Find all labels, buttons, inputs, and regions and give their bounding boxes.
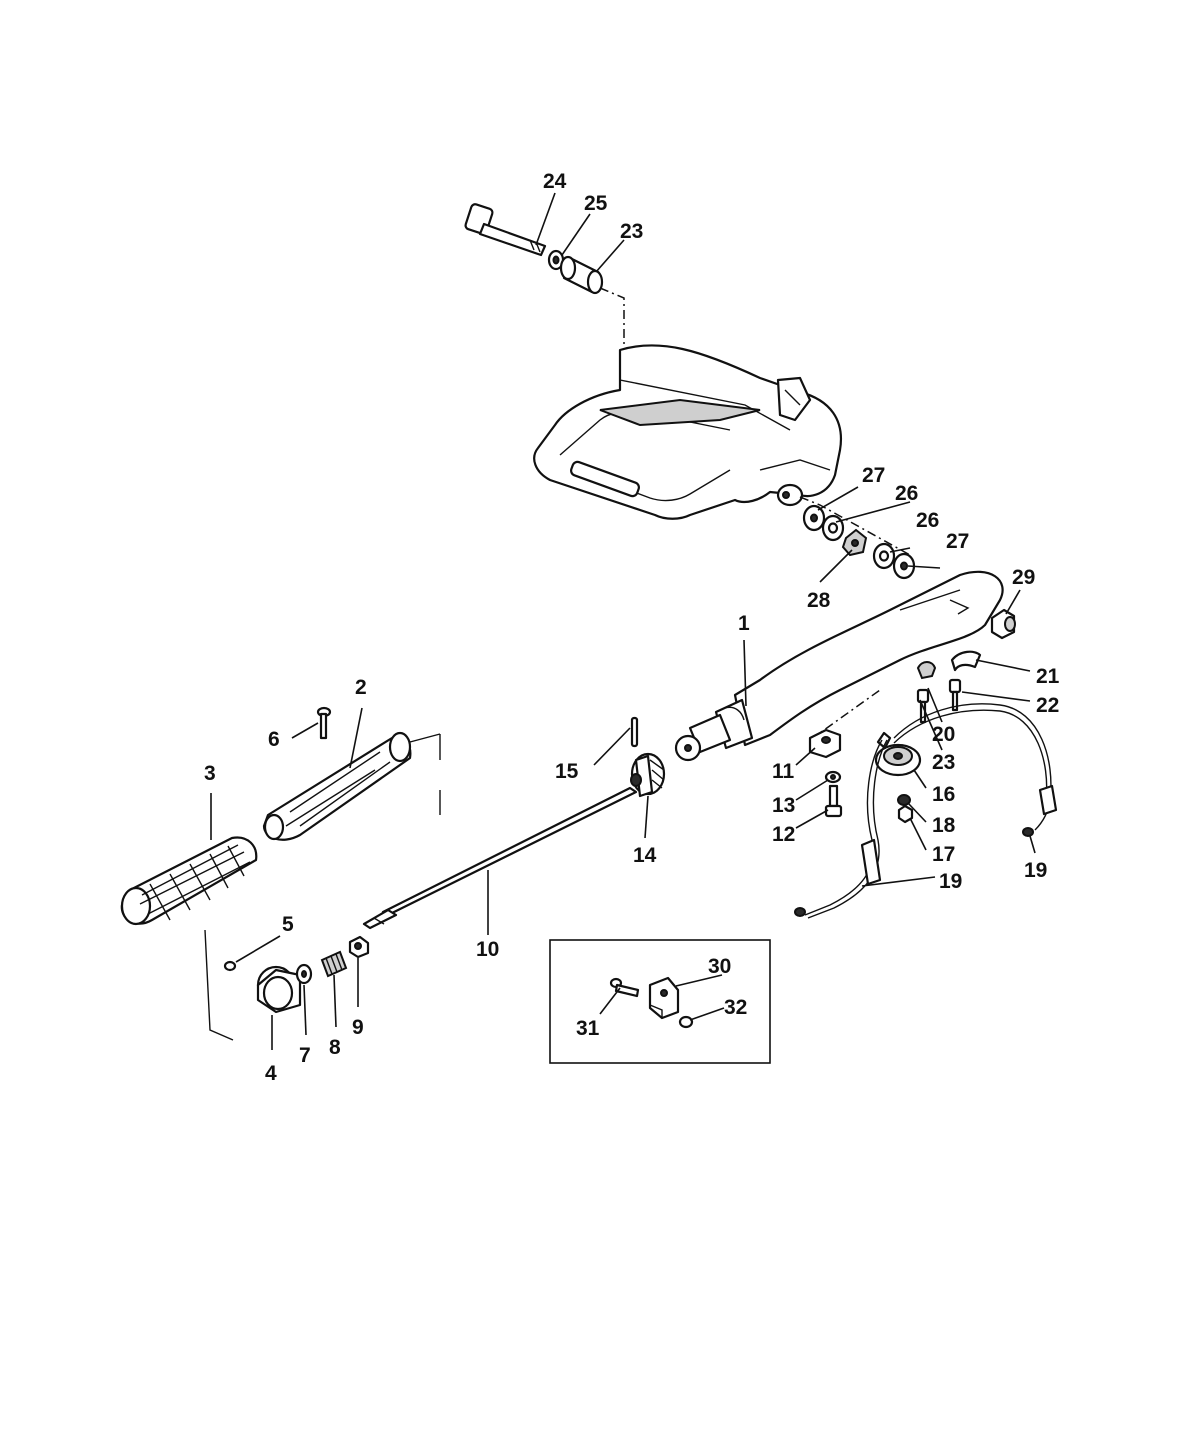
callout-10: 10 xyxy=(476,938,499,961)
throttle-gear xyxy=(630,752,666,798)
callout-18: 18 xyxy=(932,814,956,837)
callout-23-top: 23 xyxy=(620,220,643,243)
washer-26-right xyxy=(872,542,896,570)
throttle-shaft xyxy=(362,786,638,930)
roll-pin xyxy=(630,716,639,748)
throttle-housing xyxy=(262,731,412,841)
callout-16: 16 xyxy=(932,783,955,806)
callout-19-lower: 19 xyxy=(939,870,962,893)
washer-27-left xyxy=(802,504,826,532)
callout-9: 9 xyxy=(352,1016,364,1039)
switch-mount xyxy=(808,728,842,759)
throttle-collar xyxy=(256,965,302,1014)
bolt-12 xyxy=(824,784,843,818)
callout-7: 7 xyxy=(299,1044,311,1067)
callout-27-left: 27 xyxy=(862,464,885,487)
plate-20 xyxy=(916,661,937,680)
callout-2: 2 xyxy=(355,676,367,699)
callout-31: 31 xyxy=(576,1017,600,1040)
wire-harness xyxy=(794,703,1058,919)
callout-29: 29 xyxy=(1012,566,1035,589)
inset-bracket xyxy=(648,976,680,1020)
swivel-bracket xyxy=(533,344,843,520)
callout-30: 30 xyxy=(708,955,731,978)
tiller-arm xyxy=(674,570,1004,762)
callout-4: 4 xyxy=(265,1062,277,1085)
callout-26-right: 26 xyxy=(916,509,939,532)
pivot-bolt xyxy=(464,203,547,257)
callout-19-right: 19 xyxy=(1024,859,1047,882)
callout-21: 21 xyxy=(1036,665,1060,688)
callout-26-left: 26 xyxy=(895,482,918,505)
friction-disc-28 xyxy=(841,528,868,557)
callout-17: 17 xyxy=(932,843,955,866)
callout-12: 12 xyxy=(772,823,795,846)
callout-6: 6 xyxy=(268,728,280,751)
set-screw-5 xyxy=(223,960,237,972)
grip-sleeve xyxy=(120,836,258,926)
washer-7 xyxy=(295,963,313,985)
washer-18 xyxy=(897,794,911,806)
callout-23-lower: 23 xyxy=(932,751,955,774)
inset-bolt xyxy=(609,977,640,998)
stop-switch xyxy=(874,731,922,777)
callout-14: 14 xyxy=(633,844,657,867)
friction-nut xyxy=(348,935,370,959)
callout-8: 8 xyxy=(329,1036,341,1059)
screw-22 xyxy=(948,678,962,712)
locknut xyxy=(990,608,1016,640)
callout-27-right: 27 xyxy=(946,530,969,553)
friction-spring xyxy=(320,950,348,978)
inset-frame xyxy=(549,939,771,1064)
inset-nut xyxy=(678,1015,694,1029)
callout-20: 20 xyxy=(932,723,955,746)
callout-24: 24 xyxy=(543,170,567,193)
leader-lines xyxy=(210,192,1036,1050)
callout-3: 3 xyxy=(204,762,216,785)
callout-11: 11 xyxy=(772,760,795,783)
callout-1: 1 xyxy=(738,612,750,635)
callout-22: 22 xyxy=(1036,694,1059,717)
retaining-clip xyxy=(950,650,982,672)
callout-13: 13 xyxy=(772,794,795,817)
nut-17 xyxy=(897,804,914,824)
callout-5: 5 xyxy=(282,913,294,936)
washer-26-left xyxy=(821,514,845,542)
callout-labels: 24 25 23 27 26 26 27 28 29 21 22 20 23 1… xyxy=(204,170,1060,1085)
housing-screw xyxy=(316,706,332,740)
lock-washer-13 xyxy=(824,770,842,784)
callout-32: 32 xyxy=(724,996,747,1019)
bushing-upper xyxy=(559,255,604,295)
callout-25: 25 xyxy=(584,192,608,215)
callout-28: 28 xyxy=(807,589,831,612)
callout-15: 15 xyxy=(555,760,579,783)
